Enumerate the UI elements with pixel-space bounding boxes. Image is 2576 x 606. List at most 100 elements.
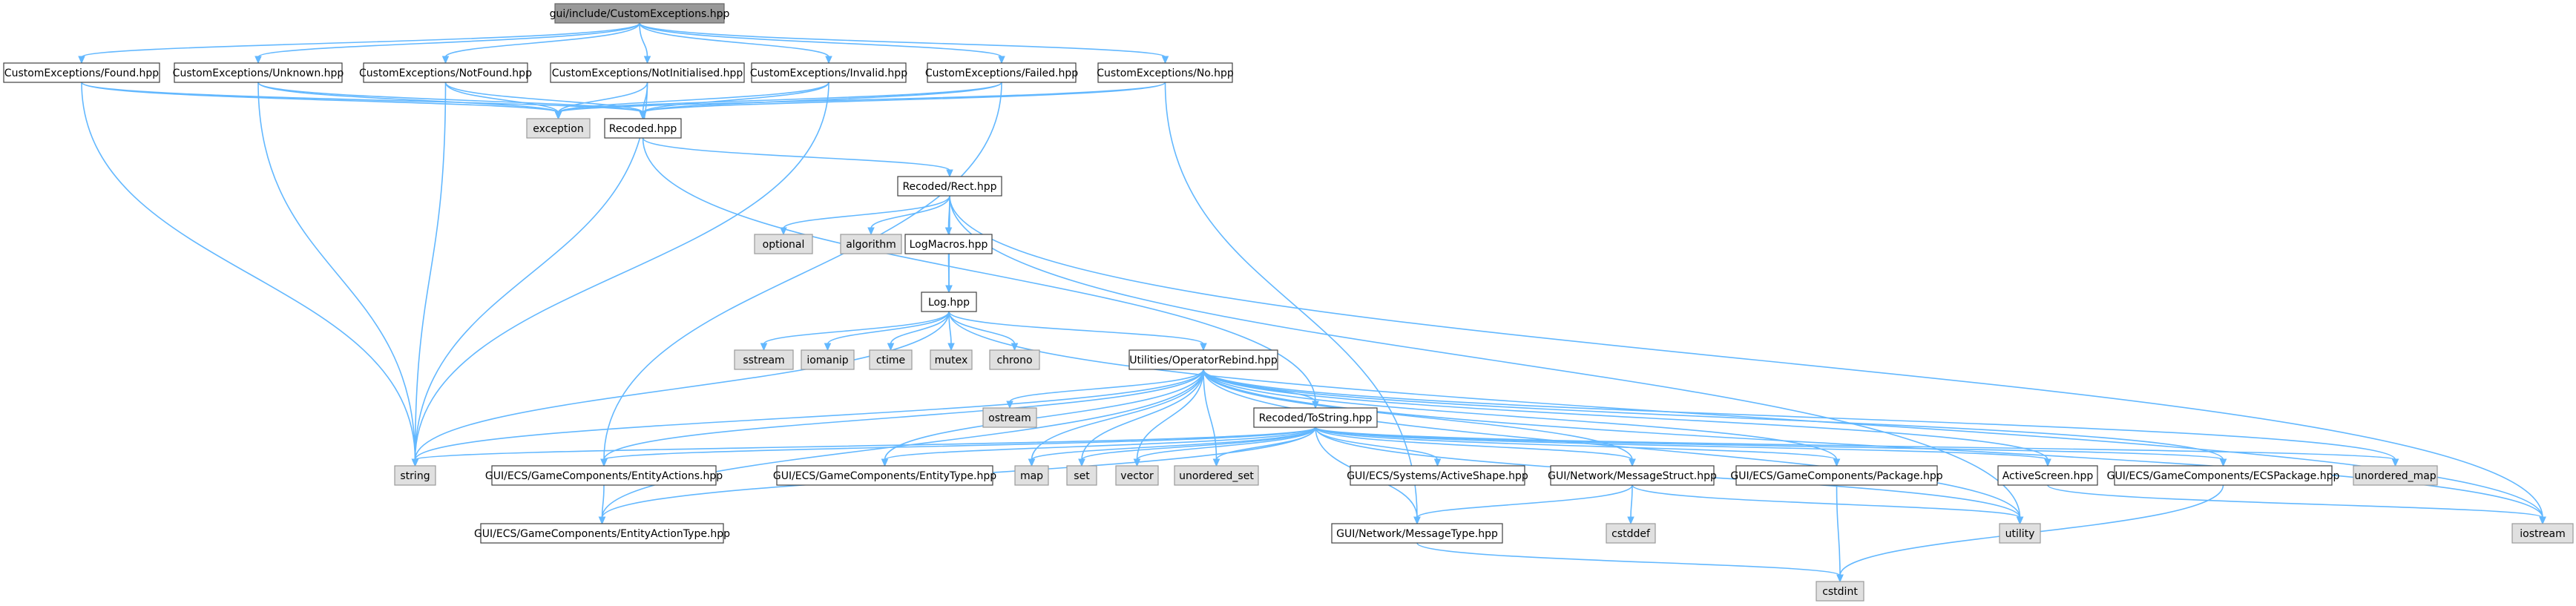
edge-tostring-to-map — [1031, 426, 1316, 461]
edge-oprebind-to-unordered_map — [1203, 369, 2396, 461]
arrowhead-root-to-invalid — [825, 56, 832, 65]
node-ecspackage[interactable]: GUI/ECS/GameComponents/ECSPackage.hpp — [2107, 465, 2340, 486]
node-root: gui/include/CustomExceptions.hpp — [550, 3, 729, 24]
node-failed[interactable]: CustomExceptions/Failed.hpp — [925, 62, 1078, 83]
node-utility: utility — [1999, 523, 2041, 544]
edge-oprebind-to-package — [1203, 369, 1838, 461]
node-box-optional — [754, 234, 813, 254]
node-label-utility: utility — [2005, 528, 2035, 540]
node-vector: vector — [1115, 465, 1159, 486]
node-iomanip: iomanip — [801, 349, 855, 370]
node-label-failed: CustomExceptions/Failed.hpp — [925, 67, 1078, 79]
node-label-tostring: Recoded/ToString.hpp — [1259, 412, 1373, 424]
edge-notfound-to-string — [414, 82, 447, 461]
edge-tostring-to-set — [1081, 426, 1316, 461]
arrowhead-log-to-mutex — [947, 343, 955, 352]
node-box-cstdint — [1816, 581, 1864, 602]
node-entitytype[interactable]: GUI/ECS/GameComponents/EntityType.hpp — [773, 465, 996, 486]
node-label-recoded: Recoded.hpp — [609, 123, 677, 135]
edge-tostring-to-ecspackage — [1315, 426, 2224, 461]
edge-log-to-chrono — [948, 311, 1016, 345]
edge-log-to-mutex — [948, 311, 952, 345]
arrowhead-tostring-to-ecspackage — [2219, 458, 2227, 467]
arrowhead-root-to-found — [78, 56, 85, 65]
arrowhead-tostring-to-set — [1078, 458, 1085, 467]
node-logmacros[interactable]: LogMacros.hpp — [904, 234, 993, 254]
edge-root-to-invalid — [639, 22, 829, 58]
node-box-utility — [1999, 523, 2041, 544]
node-label-activeshapehpp: GUI/ECS/Systems/ActiveShape.hpp — [1347, 470, 1528, 482]
node-box-package — [1735, 465, 1938, 486]
node-activeshapehpp[interactable]: GUI/ECS/Systems/ActiveShape.hpp — [1347, 465, 1528, 486]
edge-oprebind-to-ostream — [1009, 369, 1204, 403]
edge-logmacros-to-log — [947, 253, 950, 287]
edge-tostring-to-package — [1315, 426, 1838, 461]
node-notinit[interactable]: CustomExceptions/NotInitialised.hpp — [550, 62, 745, 83]
edge-oprebind-to-map — [1031, 369, 1204, 461]
node-package[interactable]: GUI/ECS/GameComponents/Package.hpp — [1730, 465, 1943, 486]
node-entityactiontype[interactable]: GUI/ECS/GameComponents/EntityActionType.… — [474, 523, 730, 544]
node-map: map — [1014, 465, 1049, 486]
node-label-logmacros: LogMacros.hpp — [910, 239, 988, 251]
arrowhead-log-to-iomanip — [824, 343, 832, 352]
node-box-unknown — [174, 62, 343, 83]
node-cstddef: cstddef — [1606, 523, 1656, 544]
node-label-invalid: CustomExceptions/Invalid.hpp — [750, 67, 907, 79]
arrowhead-recoded-to-rect — [946, 169, 953, 178]
node-label-no: CustomExceptions/No.hpp — [1097, 67, 1234, 79]
node-box-msgtype — [1331, 523, 1503, 544]
edge-oprebind-to-string — [414, 369, 1204, 461]
edge-msgstruct-to-cstddef — [1630, 484, 1633, 518]
node-log[interactable]: Log.hpp — [921, 292, 977, 312]
node-box-activescreen — [1997, 465, 2098, 486]
arrowhead-tostring-to-package — [1833, 458, 1841, 467]
node-label-iostream: iostream — [2520, 528, 2566, 540]
node-invalid[interactable]: CustomExceptions/Invalid.hpp — [750, 62, 907, 83]
node-box-oprebind — [1128, 349, 1278, 370]
node-recoded[interactable]: Recoded.hpp — [604, 118, 682, 139]
node-msgtype[interactable]: GUI/Network/MessageType.hpp — [1331, 523, 1503, 544]
node-found[interactable]: CustomExceptions/Found.hpp — [3, 62, 160, 83]
node-no[interactable]: CustomExceptions/No.hpp — [1097, 62, 1234, 83]
arrowhead-log-to-oprebind — [1200, 343, 1207, 352]
node-optional: optional — [754, 234, 813, 254]
edge-tostring-to-activeshapehpp — [1315, 426, 1439, 461]
node-algorithm: algorithm — [840, 234, 902, 254]
node-box-activeshapehpp — [1350, 465, 1525, 486]
node-label-mutex: mutex — [935, 355, 968, 366]
node-chrono: chrono — [989, 349, 1040, 370]
node-label-unordered_map: unordered_map — [2354, 470, 2436, 482]
node-notfound[interactable]: CustomExceptions/NotFound.hpp — [359, 62, 532, 83]
node-box-ostream — [982, 407, 1037, 428]
node-tostring[interactable]: Recoded/ToString.hpp — [1253, 407, 1378, 428]
node-msgstruct[interactable]: GUI/Network/MessageStruct.hpp — [1548, 465, 1717, 486]
edge-root-to-notfound — [444, 22, 640, 58]
edge-activescreen-to-iostream — [2047, 484, 2543, 518]
node-box-map — [1014, 465, 1049, 486]
arrowhead-tostring-to-unordered_set — [1212, 458, 1220, 467]
edge-no-to-msgtype — [1164, 82, 1418, 518]
node-box-entityactions — [491, 465, 717, 486]
edge-tostring-to-activescreen — [1315, 426, 2048, 461]
node-unknown[interactable]: CustomExceptions/Unknown.hpp — [173, 62, 344, 83]
node-activescreen[interactable]: ActiveScreen.hpp — [1997, 465, 2098, 486]
node-oprebind[interactable]: Utilities/OperatorRebind.hpp — [1128, 349, 1278, 370]
node-entityactions[interactable]: GUI/ECS/GameComponents/EntityActions.hpp — [485, 465, 723, 486]
edge-log-to-iostream — [948, 311, 2543, 518]
edge-failed-to-exception — [557, 82, 1002, 113]
edge-oprebind-to-ecspackage — [1203, 369, 2224, 461]
node-box-entityactiontype — [480, 523, 724, 544]
node-label-msgstruct: GUI/Network/MessageStruct.hpp — [1548, 470, 1717, 482]
node-label-msgtype: GUI/Network/MessageType.hpp — [1336, 528, 1498, 540]
node-label-set: set — [1074, 470, 1090, 482]
node-label-ecspackage: GUI/ECS/GameComponents/ECSPackage.hpp — [2107, 470, 2340, 482]
node-label-cstddef: cstddef — [1611, 528, 1651, 540]
nodes-layer: gui/include/CustomExceptions.hppCustomEx… — [3, 3, 2574, 602]
node-label-algorithm: algorithm — [846, 239, 896, 251]
node-label-unknown: CustomExceptions/Unknown.hpp — [173, 67, 344, 79]
node-rect[interactable]: Recoded/Rect.hpp — [897, 176, 1002, 197]
arrowhead-msgstruct-to-msgtype — [1413, 516, 1421, 525]
node-box-log — [921, 292, 977, 312]
arrowhead-msgstruct-to-utility — [2016, 516, 2024, 525]
